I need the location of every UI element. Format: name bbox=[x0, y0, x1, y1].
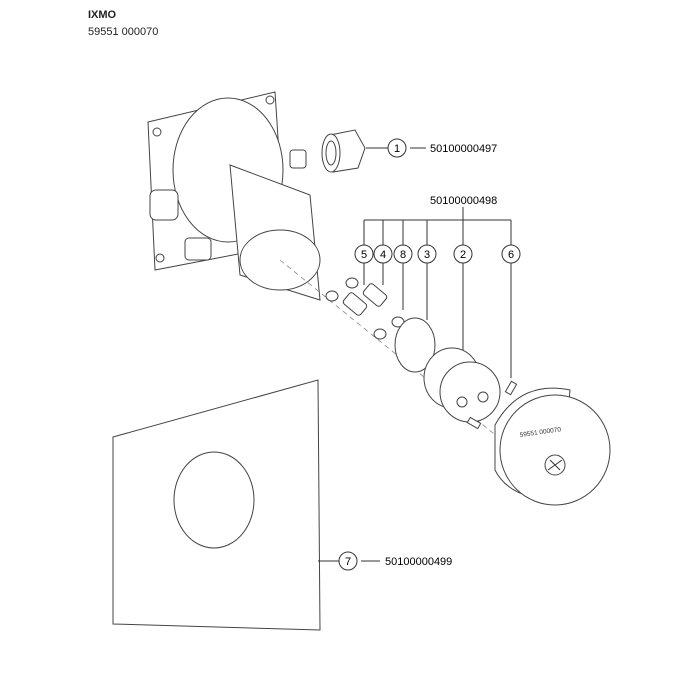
part-2-sleeve bbox=[423, 347, 518, 430]
callout-1: 1 50100000497 bbox=[366, 138, 497, 158]
callout-2: 2 bbox=[453, 220, 473, 350]
part-number-1: 50100000497 bbox=[430, 143, 497, 155]
svg-text:1: 1 bbox=[394, 143, 400, 155]
svg-text:4: 4 bbox=[380, 249, 386, 261]
svg-text:8: 8 bbox=[400, 249, 406, 261]
seals-and-filters bbox=[325, 277, 436, 373]
thermostat-body bbox=[149, 97, 521, 456]
part-1-connector bbox=[321, 129, 366, 173]
part-3-o-ring bbox=[394, 317, 436, 373]
callout-6: 6 bbox=[501, 220, 521, 378]
svg-text:5: 5 bbox=[361, 249, 367, 261]
callout-8: 8 bbox=[393, 220, 413, 310]
part-number-group: 50100000498 bbox=[430, 195, 497, 207]
callout-4: 4 bbox=[373, 220, 393, 285]
part-cap: 59551 000070 bbox=[494, 387, 611, 506]
part-7-cover-plate bbox=[112, 379, 321, 631]
callout-7: 7 50100000499 bbox=[318, 551, 452, 571]
diagram-title: IXMO bbox=[88, 9, 117, 21]
svg-text:2: 2 bbox=[460, 249, 466, 261]
callout-3: 3 bbox=[417, 220, 437, 320]
callout-5: 5 bbox=[354, 220, 374, 285]
svg-text:3: 3 bbox=[424, 249, 430, 261]
article-number: 59551 000070 bbox=[88, 26, 159, 38]
callout-group: 50100000498 5 4 8 3 2 6 bbox=[354, 195, 521, 378]
part-number-7: 50100000499 bbox=[385, 556, 452, 568]
svg-text:6: 6 bbox=[508, 249, 514, 261]
svg-text:7: 7 bbox=[345, 556, 351, 568]
